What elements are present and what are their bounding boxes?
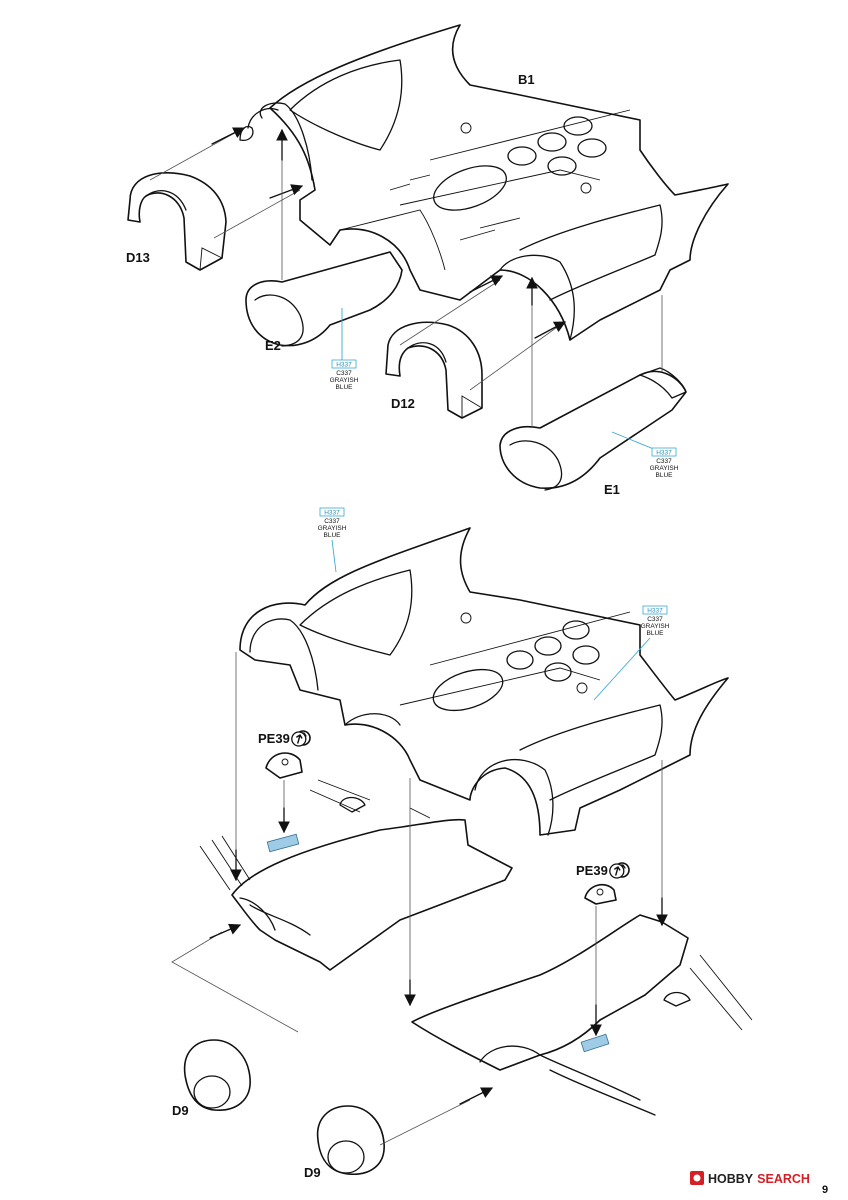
label-e1: E1 [604,482,620,497]
svg-text:C337: C337 [647,616,663,623]
svg-text:C337: C337 [656,458,672,465]
leader-upper-paint [331,539,337,573]
top-guide-lines [149,127,663,428]
svg-text:GRAYISH: GRAYISH [330,377,359,384]
svg-text:BLUE: BLUE [656,472,674,479]
page-number: 9 [822,1184,828,1196]
part-d12-shape [385,321,483,419]
label-b1: B1 [518,72,535,87]
svg-text:BLUE: BLUE [647,630,665,637]
watermark-text-right: SEARCH [757,1172,810,1186]
label-e2: E2 [265,338,281,353]
assembled-upper-shape [239,527,729,836]
part-e1-shape [499,367,687,491]
leader-e1-paint [611,431,657,451]
part-d9-left-shape [183,1039,251,1111]
label-d13: D13 [126,250,150,265]
pe-tab-right [580,1033,610,1053]
bottom-assembly [171,527,753,1175]
svg-text:C337: C337 [324,518,340,525]
svg-text:BLUE: BLUE [336,384,354,391]
part-d13-shape [127,172,227,271]
lower-right-wing-shape [411,914,753,1116]
paint-callout: H337 C337 GRAYISH BLUE [330,359,359,391]
hobby-search-logo-icon [690,1171,704,1185]
svg-text:GRAYISH: GRAYISH [318,525,347,532]
part-e2-shape [245,251,403,347]
svg-text:PE39: PE39 [576,863,608,878]
svg-text:GRAYISH: GRAYISH [641,623,670,630]
top-assembly [127,24,729,491]
svg-text:PE39: PE39 [258,731,290,746]
svg-text:H337: H337 [336,362,352,369]
pe-tab-left [266,833,300,853]
paint-callout: H337 C337 GRAYISH BLUE [641,605,670,637]
label-d9-left: D9 [172,1103,189,1118]
bottom-guide-lines [171,652,668,1146]
svg-text:H337: H337 [656,450,672,457]
lower-left-wing-shape [199,779,513,971]
part-d9-right-shape [316,1105,385,1175]
leader-right-paint [593,637,651,701]
paint-callout: H337 C337 GRAYISH BLUE [318,507,347,539]
svg-text:H337: H337 [647,608,663,615]
watermark-text-left: HOBBY [708,1172,754,1186]
label-pe39-left: PE39 [258,731,307,747]
label-pe39-right: PE39 [576,863,625,879]
svg-text:GRAYISH: GRAYISH [650,465,679,472]
svg-text:C337: C337 [336,370,352,377]
flip-part-icon [291,731,307,747]
label-d12: D12 [391,396,415,411]
flip-part-icon [609,863,625,879]
svg-text:BLUE: BLUE [324,532,342,539]
paint-callout: H337 C337 GRAYISH BLUE [650,447,679,479]
svg-text:H337: H337 [324,510,340,517]
label-d9-right: D9 [304,1165,321,1180]
